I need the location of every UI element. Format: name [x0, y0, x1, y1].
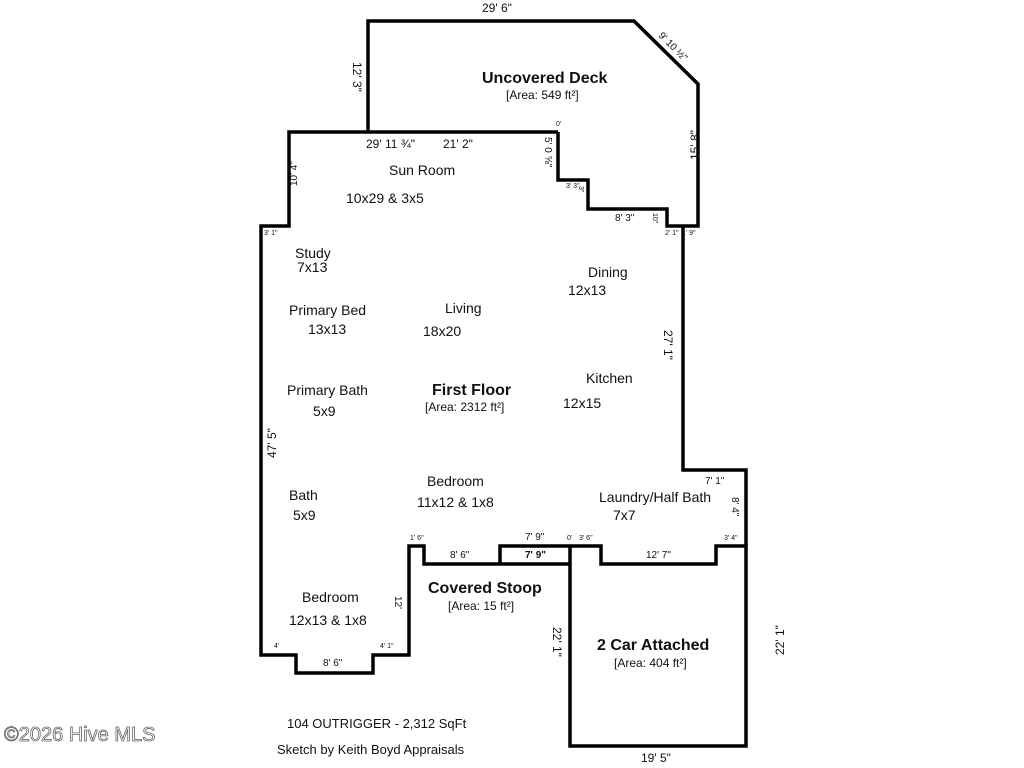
- dimension: 7' 9": [525, 532, 545, 543]
- dimension: 1' 9": [682, 230, 696, 237]
- room-size: 11x12 & 1x8: [417, 494, 494, 510]
- dimension: 5' 0 ⅝": [542, 137, 553, 168]
- room-size: 7x13: [297, 259, 328, 275]
- room-size: 18x20: [423, 323, 461, 339]
- room-name: Kitchen: [586, 370, 633, 386]
- dimension: 22' 1": [773, 625, 787, 655]
- garage-outline: [568, 544, 748, 748]
- house-outline: [259, 130, 570, 675]
- dimension: 3' 3": [566, 183, 580, 190]
- room-name: Sun Room: [389, 162, 455, 178]
- dimension: 3' 6": [579, 535, 593, 542]
- room-size: 13x13: [308, 321, 346, 337]
- dimension: 21' 2": [443, 137, 473, 151]
- room-name: Primary Bath: [287, 382, 368, 398]
- footer-title: 104 OUTRIGGER - 2,312 SqFt: [287, 716, 467, 731]
- room-name: Primary Bed: [289, 302, 366, 318]
- room-name: Study: [295, 245, 331, 261]
- footer-credit: Sketch by Keith Boyd Appraisals: [277, 742, 465, 757]
- dimension: 15' 8": [688, 130, 702, 160]
- dimension: 4' 1": [380, 643, 394, 650]
- dimension: 19' 5": [641, 751, 671, 765]
- stoop-label: Covered Stoop: [428, 580, 542, 597]
- deck-label: Uncovered Deck: [482, 70, 607, 87]
- dimension: 0': [556, 121, 561, 128]
- dimension: 1' 6": [410, 535, 424, 542]
- room-size: 12x13 & 1x8: [289, 612, 367, 628]
- room-name: Bath: [289, 487, 318, 503]
- room-labels: Sun Room 10x29 & 3x5 Study 7x13 Primary …: [287, 162, 711, 628]
- dimension: 8' 6": [323, 658, 343, 669]
- room-name: Bedroom: [427, 473, 484, 489]
- dimension: 3' 4": [724, 535, 738, 542]
- dimension: 8' 4": [729, 497, 740, 517]
- stoop-area: [Area: 15 ft²]: [448, 599, 514, 613]
- watermark: ©2026 Hive MLS: [4, 724, 155, 746]
- dimension: 12' 7": [646, 550, 671, 561]
- dimension: 8' 3": [615, 213, 635, 224]
- dimension: 3": [577, 186, 584, 193]
- room-size: 7x7: [613, 507, 636, 523]
- dimension: 29' 6": [482, 1, 512, 15]
- dimension: 10": [651, 213, 658, 224]
- room-size: 12x13: [568, 282, 606, 298]
- deck-area: [Area: 549 ft²]: [506, 88, 579, 102]
- first-floor-label: First Floor: [432, 382, 511, 399]
- room-size: 5x9: [313, 403, 336, 419]
- room-name: Dining: [588, 264, 628, 280]
- garage-area: [Area: 404 ft²]: [614, 656, 687, 670]
- dimension: 0': [567, 535, 572, 542]
- dimension: 22' 1": [550, 627, 564, 657]
- room-size: 12x15: [563, 395, 601, 411]
- dimension: 7' 9": [525, 550, 546, 561]
- dimension: 7' 1": [705, 476, 725, 487]
- deck-outline: [366, 19, 700, 228]
- room-name: Laundry/Half Bath: [599, 489, 711, 505]
- dimension: 2' 1": [665, 230, 679, 237]
- dimension: 12': [392, 596, 403, 609]
- room-name: Bedroom: [302, 589, 359, 605]
- room-size: 10x29 & 3x5: [346, 190, 424, 206]
- first-floor-area: [Area: 2312 ft²]: [425, 400, 504, 414]
- dimension: 27' 1": [661, 330, 675, 360]
- dimension: 10' 4": [289, 161, 300, 186]
- dimension: 47' 5": [265, 428, 279, 458]
- dimension: 3' 1": [264, 230, 278, 237]
- room-name: Living: [445, 300, 482, 316]
- dimension-labels: 29' 6" 9' 10 ½" 12' 3" 15' 8" 29' 11 ¾" …: [264, 1, 787, 765]
- room-size: 5x9: [293, 507, 316, 523]
- garage-label: 2 Car Attached: [597, 637, 709, 654]
- stoop-outline: [498, 544, 570, 564]
- house-right-wall: [681, 226, 748, 546]
- dimension: 8' 6": [450, 550, 470, 561]
- dimension: 4': [274, 643, 279, 650]
- dimension: 12' 3": [350, 62, 364, 92]
- dimension: 29' 11 ¾": [366, 137, 415, 151]
